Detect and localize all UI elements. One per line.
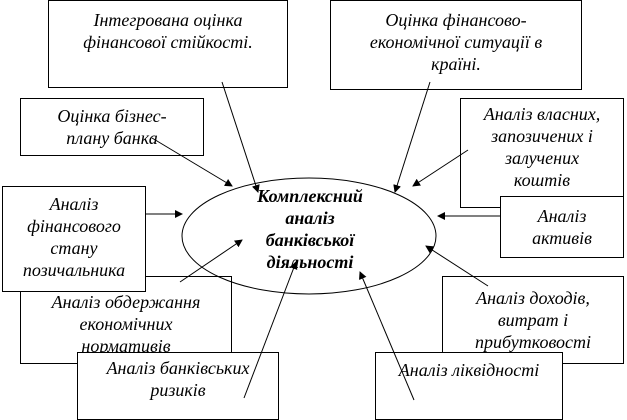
box-income-analysis: Аналіз доходів, витрат і прибутковості — [442, 276, 624, 364]
box-liquidity: Аналіз ліквідності — [375, 352, 563, 420]
box-integrated-stability: Інтегрована оцінка фінансової стійкості. — [48, 0, 288, 88]
box-funds-analysis: Аналіз власних, запозичених і залучених … — [460, 98, 624, 208]
box-borrower-state: Аналіз фінансового стану позичальника — [2, 186, 146, 292]
box-risks: Аналіз банківських ризиків — [77, 352, 279, 420]
box-assets-analysis: Аналіз активів — [500, 196, 624, 258]
arrow-integrated-stability — [221, 81, 260, 193]
box-business-plan: Оцінка бізнес- плану банка — [20, 98, 204, 156]
box-economic-situation: Оцінка фінансово- економічної ситуації в… — [330, 0, 582, 90]
arrow-economic-situation — [393, 81, 431, 193]
central-label: Комплексний аналіз банківської діяльност… — [257, 186, 363, 272]
